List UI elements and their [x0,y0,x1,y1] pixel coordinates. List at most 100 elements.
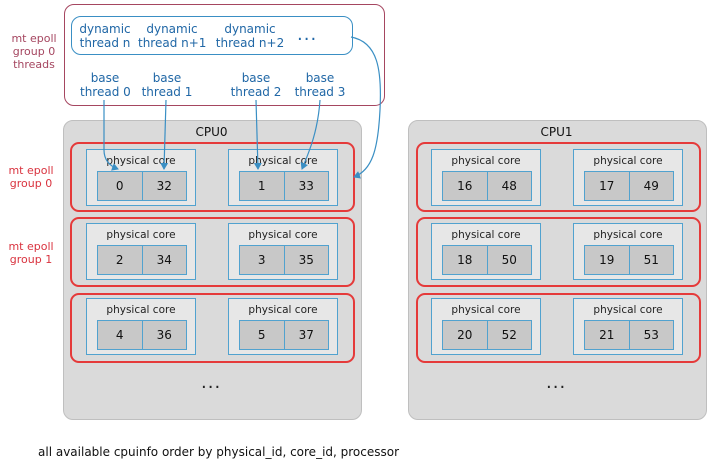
cpu0-more-cores-ellipsis: ... [201,372,222,393]
physical-core-label: physical core [248,304,318,316]
thread-label-line: thread 2 [230,85,282,99]
thread-label-line: thread n [79,36,131,50]
thread-label-line: thread 1 [141,85,193,99]
physical-core: physical core 0 32 [86,149,196,206]
cpu-id-cell: 35 [283,246,328,274]
physical-core: physical core 19 51 [573,223,683,280]
base-thread-3: base thread 3 [294,71,346,99]
cpu-id-cell: 1 [240,172,284,200]
base-thread-0: base thread 0 [80,71,131,99]
dynamic-threads-box [71,16,353,55]
cpu-id-cell: 0 [98,172,142,200]
dynamic-threads-ellipsis: ... [297,24,318,45]
cpu-id-cell: 50 [486,246,531,274]
thread-label-line: dynamic [79,22,131,36]
thread-label-line: thread n+2 [215,36,285,50]
cpu-id-cell: 37 [283,321,328,349]
cpu-id-pair: 16 48 [442,171,532,201]
physical-core-label: physical core [106,155,176,167]
group-label-line: group 1 [9,253,53,266]
cpu-id-cell: 49 [628,172,673,200]
cpu-id-cell: 48 [486,172,531,200]
thread-label-line: base [152,71,182,85]
group-label-line: mt epoll [8,164,54,177]
cpu-id-cell: 18 [443,246,487,274]
physical-core: physical core 18 50 [431,223,541,280]
physical-core: physical core 5 37 [228,298,338,355]
thread-label-line: thread 3 [294,85,346,99]
cpu-id-pair: 21 53 [584,320,674,350]
physical-core-label: physical core [106,304,176,316]
group-label-line: mt epoll [8,240,54,253]
cpu-id-pair: 1 33 [239,171,329,201]
group-label-line: group 0 [9,177,53,190]
cpu-id-cell: 51 [628,246,673,274]
cpu-id-pair: 5 37 [239,320,329,350]
physical-core: physical core 3 35 [228,223,338,280]
thread-label-line: dynamic [224,22,276,36]
cpu-id-cell: 3 [240,246,284,274]
cpu-id-cell: 5 [240,321,284,349]
cpu-id-cell: 33 [283,172,328,200]
cpu1-epoll-group-0-row [416,142,701,212]
cpu1-title: CPU1 [540,125,573,139]
cpu-id-cell: 34 [141,246,186,274]
cpu-id-pair: 3 35 [239,245,329,275]
cpu1-epoll-group-2-row [416,293,701,363]
cpu-id-cell: 16 [443,172,487,200]
thread-label-line: base [90,71,120,85]
cpu1-epoll-group-1-row [416,217,701,287]
cpu-id-pair: 0 32 [97,171,187,201]
physical-core: physical core 21 53 [573,298,683,355]
cpu-id-cell: 32 [141,172,186,200]
thread-label-line: thread 0 [80,85,131,99]
physical-core: physical core 20 52 [431,298,541,355]
cpu-id-cell: 52 [486,321,531,349]
physical-core-label: physical core [451,155,521,167]
physical-core-label: physical core [451,229,521,241]
physical-core: physical core 16 48 [431,149,541,206]
physical-core-label: physical core [451,304,521,316]
physical-core-label: physical core [248,229,318,241]
footer-caption: all available cpuinfo order by physical_… [38,445,400,459]
threads-label-line: group 0 [12,45,56,58]
epoll-group-1-label: mt epoll group 1 [2,240,60,266]
physical-core-label: physical core [106,229,176,241]
cpu-id-pair: 20 52 [442,320,532,350]
cpu-id-cell: 19 [585,246,629,274]
thread-label-line: base [241,71,271,85]
thread-label-line: thread n+1 [138,36,207,50]
cpu-id-cell: 53 [628,321,673,349]
cpu0-title: CPU0 [195,125,228,139]
cpu-id-pair: 18 50 [442,245,532,275]
cpu-id-cell: 17 [585,172,629,200]
physical-core-label: physical core [593,304,663,316]
threads-label-line: threads [13,58,55,71]
cpu-id-pair: 17 49 [584,171,674,201]
dynamic-thread-n: dynamic thread n [73,22,137,50]
physical-core: physical core 2 34 [86,223,196,280]
thread-label-line: base [305,71,335,85]
cpu0-epoll-group-2-row [70,293,355,363]
base-thread-1: base thread 1 [141,71,193,99]
cpu1-more-cores-ellipsis: ... [546,372,567,393]
dynamic-thread-n-plus-2: dynamic thread n+2 [214,22,286,50]
threads-label-line: mt epoll [11,32,57,45]
cpu-id-pair: 4 36 [97,320,187,350]
thread-label-line: dynamic [146,22,198,36]
cpu-id-pair: 2 34 [97,245,187,275]
physical-core: physical core 17 49 [573,149,683,206]
base-thread-2: base thread 2 [230,71,282,99]
dynamic-thread-n-plus-1: dynamic thread n+1 [138,22,206,50]
cpu0-epoll-group-1-row [70,217,355,287]
physical-core-label: physical core [593,155,663,167]
cpu-id-cell: 20 [443,321,487,349]
cpu-id-cell: 21 [585,321,629,349]
physical-core: physical core 4 36 [86,298,196,355]
physical-core-label: physical core [593,229,663,241]
threads-group-label: mt epoll group 0 threads [4,32,64,71]
epoll-group-0-label: mt epoll group 0 [2,164,60,190]
cpu-id-cell: 2 [98,246,142,274]
cpu-id-pair: 19 51 [584,245,674,275]
physical-core-label: physical core [248,155,318,167]
